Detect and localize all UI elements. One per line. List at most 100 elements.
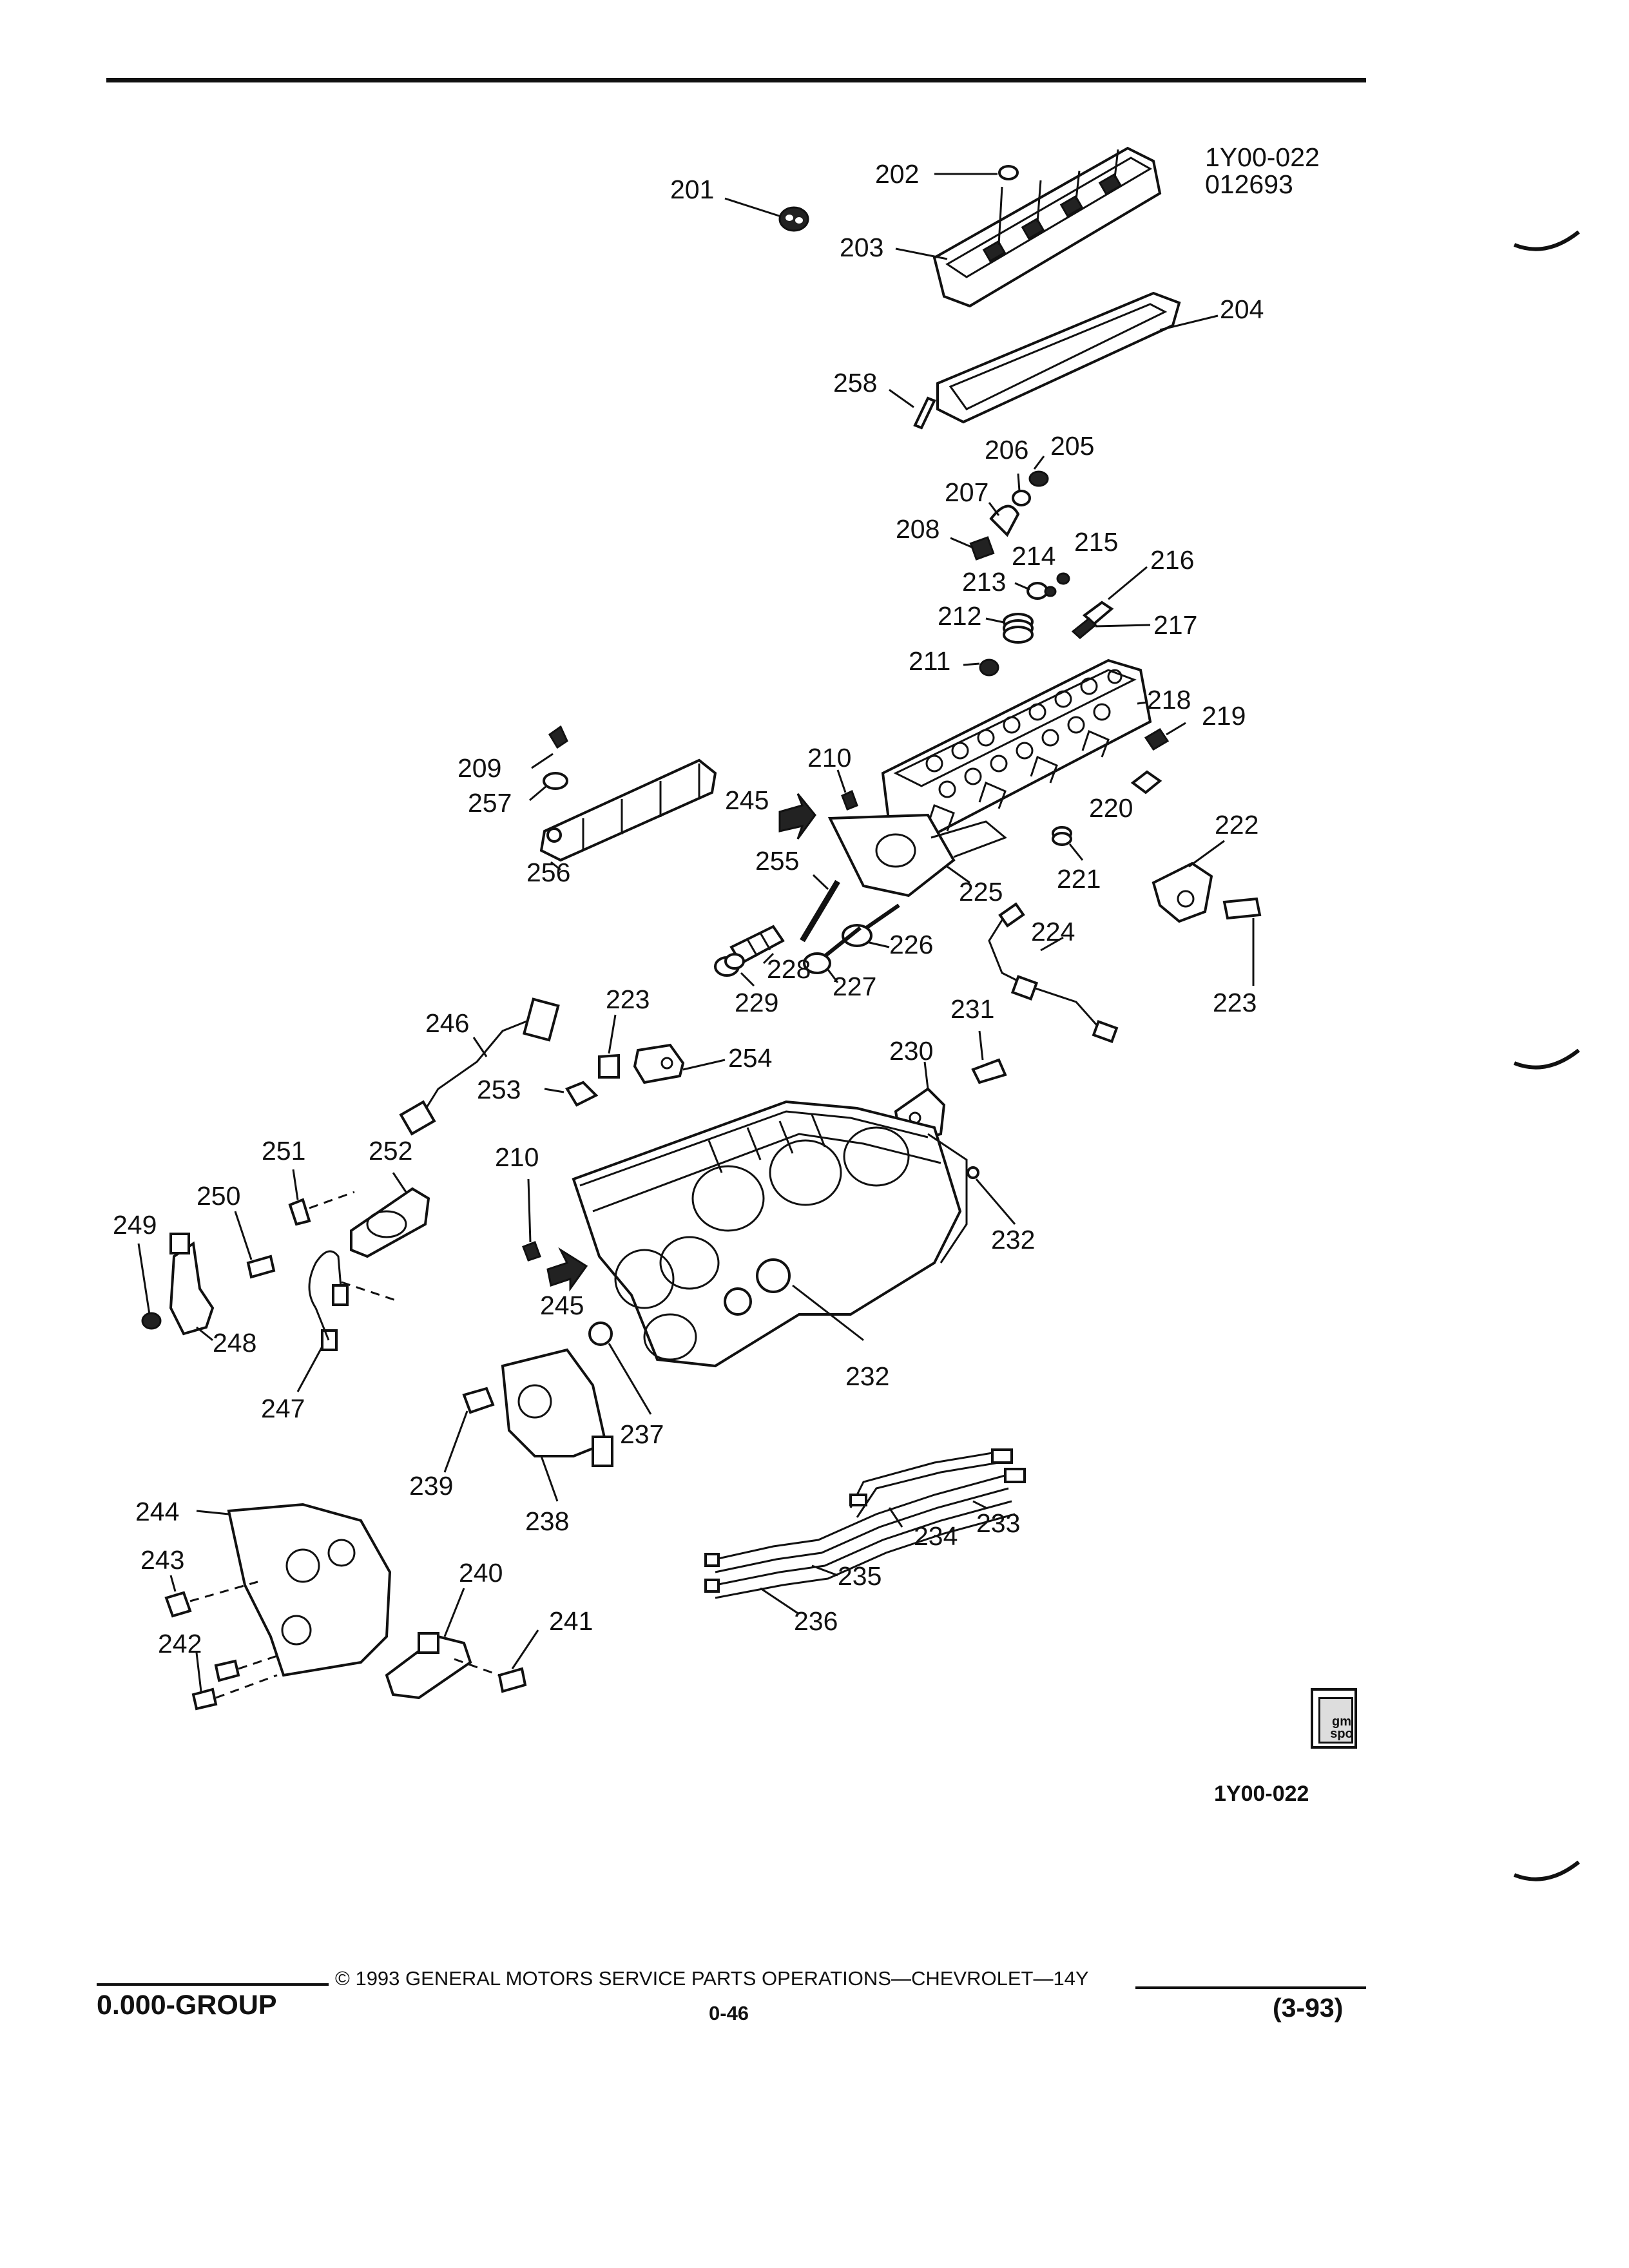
part-201-oil-cap	[778, 206, 809, 232]
callout-204: 204	[1220, 294, 1264, 324]
part-239-bolt	[462, 1387, 495, 1414]
figure-bottom-ref: 1Y00-022	[1214, 1782, 1309, 1806]
part-212-valve-spring	[1003, 613, 1034, 644]
part-246-harness	[399, 997, 560, 1136]
margin-mark-2	[1513, 1048, 1580, 1070]
callout-249: 249	[113, 1210, 157, 1240]
part-257-washer	[543, 772, 568, 790]
solid-arrow-icon-upper	[778, 793, 816, 840]
part-242-bolt-upper	[214, 1659, 240, 1682]
part-232-plug-right	[967, 1166, 979, 1179]
part-214-key	[1044, 586, 1057, 597]
part-226-intake-valve	[842, 903, 900, 947]
footer-page-number: 0-46	[709, 2002, 749, 2024]
callout-246: 246	[425, 1008, 469, 1038]
callout-232-lower: 232	[845, 1361, 889, 1391]
callout-236: 236	[794, 1606, 838, 1636]
callout-238: 238	[525, 1506, 569, 1536]
part-215-seal	[1056, 572, 1070, 585]
part-223-bolt-left	[598, 1053, 620, 1079]
callout-206: 206	[985, 435, 1028, 465]
part-206-ball	[1012, 490, 1031, 506]
callout-248: 248	[213, 1328, 256, 1358]
logo-text-gm: gm	[1332, 1715, 1351, 1729]
part-244-accessory-bracket	[227, 1503, 392, 1677]
figure-ref-date: 012693	[1205, 169, 1293, 199]
part-241-bolt	[497, 1667, 527, 1693]
part-243-bolt	[164, 1591, 192, 1618]
callout-230: 230	[889, 1036, 933, 1066]
part-229-guide	[714, 953, 745, 977]
part-205-nut	[1028, 470, 1049, 487]
footer-group: 0.000-GROUP	[97, 1990, 277, 2021]
callout-218: 218	[1147, 685, 1191, 715]
part-220-sender	[1130, 770, 1162, 794]
callout-228: 228	[767, 954, 811, 984]
callout-237: 237	[620, 1419, 664, 1449]
part-255-pushrod	[800, 879, 840, 943]
part-258-stud	[913, 396, 936, 430]
callout-219: 219	[1202, 701, 1246, 731]
solid-arrow-icon-lower	[546, 1247, 588, 1292]
footer-copyright: © 1993 GENERAL MOTORS SERVICE PARTS OPER…	[335, 1967, 1089, 1990]
callout-210-upper: 210	[807, 743, 851, 773]
callout-223-left: 223	[606, 985, 650, 1014]
part-238-front-cover	[501, 1348, 613, 1467]
callout-212: 212	[938, 601, 981, 631]
part-254-bracket	[633, 1043, 685, 1084]
part-251-bolt	[288, 1198, 311, 1226]
callout-217: 217	[1153, 610, 1197, 640]
footer-rule-left	[97, 1983, 329, 1986]
margin-mark-3	[1513, 1860, 1580, 1881]
callout-250: 250	[197, 1181, 240, 1211]
callout-240: 240	[459, 1558, 503, 1588]
part-249-nut	[141, 1312, 162, 1330]
callout-226: 226	[889, 930, 933, 959]
part-202-grommet	[998, 165, 1019, 180]
callout-244: 244	[135, 1497, 179, 1526]
callout-221: 221	[1057, 864, 1101, 894]
part-203-valve-cover	[932, 146, 1162, 308]
part-204-cover-gasket	[936, 291, 1181, 424]
part-210-bolt-upper	[841, 789, 858, 811]
callout-216: 216	[1150, 545, 1194, 575]
part-237-seal	[588, 1321, 613, 1346]
callout-239: 239	[409, 1471, 453, 1501]
callout-225: 225	[959, 877, 1003, 907]
callout-247: 247	[261, 1394, 305, 1423]
callout-227: 227	[833, 972, 876, 1001]
logo-text-spo: spo	[1330, 1727, 1353, 1741]
callout-243: 243	[140, 1545, 184, 1575]
callout-245-lower: 245	[540, 1291, 584, 1320]
callout-235: 235	[838, 1561, 882, 1591]
callout-220: 220	[1089, 793, 1133, 823]
callout-229: 229	[735, 988, 778, 1017]
part-242-bolt-lower	[191, 1687, 218, 1711]
callout-251: 251	[262, 1136, 305, 1166]
part-231-bolt	[971, 1058, 1007, 1084]
part-233-236-spark-plug-wires	[704, 1448, 1026, 1599]
part-240-bracket	[385, 1632, 472, 1700]
callout-256: 256	[526, 858, 570, 887]
part-210-bolt-lower	[522, 1241, 541, 1262]
part-211-shield	[979, 658, 999, 677]
callout-208: 208	[896, 514, 940, 544]
part-219-plug	[1144, 727, 1170, 751]
callout-215: 215	[1074, 527, 1118, 557]
part-223-bolt-right	[1222, 897, 1262, 920]
callout-201: 201	[670, 175, 714, 204]
callout-252: 252	[369, 1136, 412, 1166]
part-256-exhaust-manifold	[539, 758, 717, 862]
callout-214: 214	[1012, 541, 1055, 571]
part-208-pivot	[969, 536, 995, 561]
callout-241: 241	[549, 1606, 593, 1636]
callout-207: 207	[945, 477, 988, 507]
part-224-pipe	[988, 902, 1119, 1044]
engine-block	[572, 1100, 968, 1368]
callout-231: 231	[950, 994, 994, 1024]
callout-222: 222	[1215, 810, 1258, 840]
callout-245-upper: 245	[725, 785, 769, 815]
footer-rule-right	[1135, 1986, 1366, 1989]
callout-253: 253	[477, 1075, 521, 1104]
